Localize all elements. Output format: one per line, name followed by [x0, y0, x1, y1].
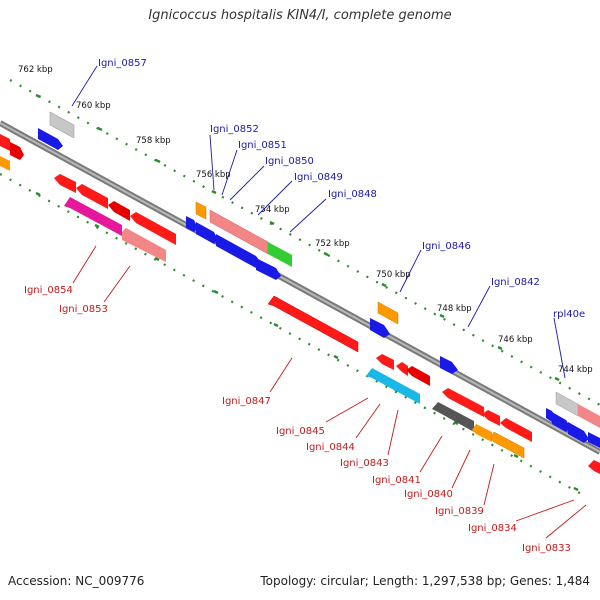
- gene-feature[interactable]: [0, 156, 10, 171]
- gene-label-forward[interactable]: Igni_0848: [328, 189, 377, 200]
- gene-label-reverse[interactable]: Igni_0833: [522, 543, 571, 554]
- gene-feature[interactable]: [186, 216, 198, 232]
- gene-feature[interactable]: [256, 258, 281, 280]
- accession-text: Accession: NC_009776: [8, 574, 145, 588]
- lower-scale-track: [0, 173, 586, 497]
- gene-feature[interactable]: [268, 242, 292, 267]
- scale-label: 750 kbp: [376, 270, 411, 280]
- gene-label-reverse[interactable]: Igni_0853: [59, 304, 108, 315]
- gene-feature[interactable]: [432, 402, 474, 432]
- forward-gene-labels: [71, 65, 566, 379]
- gene-label-reverse[interactable]: Igni_0854: [24, 285, 73, 296]
- gene-feature[interactable]: [578, 404, 600, 428]
- gene-label-reverse[interactable]: Igni_0843: [340, 458, 389, 469]
- scale-label: 754 kbp: [255, 205, 290, 215]
- gene-feature[interactable]: [555, 391, 579, 417]
- gene-feature[interactable]: [122, 228, 166, 262]
- genome-backbone: [0, 120, 600, 455]
- gene-feature[interactable]: [366, 368, 420, 404]
- scale-label: 758 kbp: [136, 136, 171, 146]
- gene-feature[interactable]: [10, 142, 24, 160]
- gene-feature[interactable]: [0, 134, 10, 151]
- gene-feature[interactable]: [108, 201, 130, 221]
- gene-feature[interactable]: [482, 410, 500, 426]
- scale-label: 752 kbp: [315, 239, 350, 249]
- gene-label-forward[interactable]: rpl40e: [553, 309, 585, 320]
- gene-feature[interactable]: [376, 354, 394, 370]
- gene-label-reverse[interactable]: Igni_0847: [222, 396, 271, 407]
- gene-feature[interactable]: [216, 234, 262, 268]
- gene-feature[interactable]: [588, 460, 600, 474]
- scale-labels: 762 kbp 760 kbp 758 kbp 756 kbp 754 kbp …: [18, 65, 593, 375]
- gene-label-reverse[interactable]: Igni_0844: [306, 442, 355, 453]
- scale-label: 744 kbp: [558, 365, 593, 375]
- gene-feature[interactable]: [38, 128, 63, 150]
- gene-feature[interactable]: [568, 422, 589, 443]
- gene-label-reverse[interactable]: Igni_0834: [468, 523, 517, 534]
- gene-label-forward[interactable]: Igni_0846: [422, 241, 471, 252]
- gene-label-reverse[interactable]: Igni_0840: [404, 489, 453, 500]
- gene-feature[interactable]: [552, 412, 571, 432]
- gene-label-forward[interactable]: Igni_0849: [294, 172, 343, 183]
- gene-feature[interactable]: [489, 431, 525, 459]
- upper-scale-ticks: [35, 93, 560, 382]
- gene-feature[interactable]: [196, 222, 218, 244]
- gene-feature[interactable]: [442, 388, 484, 417]
- scale-label: 746 kbp: [498, 335, 533, 345]
- gene-feature[interactable]: [377, 301, 399, 325]
- gene-feature[interactable]: [195, 201, 207, 220]
- gene-label-forward[interactable]: Igni_0852: [210, 124, 259, 135]
- gene-label-reverse[interactable]: Igni_0839: [435, 506, 484, 517]
- gene-label-forward[interactable]: Igni_0857: [98, 58, 147, 69]
- upper-scale-track: [9, 79, 600, 406]
- gene-feature[interactable]: [49, 111, 75, 139]
- gene-feature[interactable]: [440, 356, 458, 374]
- forward-strand-genes: [0, 111, 600, 448]
- scale-label: 760 kbp: [76, 101, 111, 111]
- map-title: Ignicoccus hospitalis KIN4/I, complete g…: [148, 8, 452, 23]
- gene-feature[interactable]: [500, 418, 532, 442]
- gene-feature[interactable]: [130, 212, 176, 245]
- gene-label-reverse[interactable]: Igni_0841: [372, 475, 421, 486]
- gene-feature[interactable]: [54, 174, 76, 193]
- gene-feature[interactable]: [76, 184, 108, 209]
- genome-summary-text: Topology: circular; Length: 1,297,538 bp…: [260, 574, 590, 588]
- gene-label-reverse[interactable]: Igni_0845: [276, 426, 325, 437]
- gene-feature[interactable]: [588, 432, 600, 448]
- gene-feature[interactable]: [267, 295, 359, 353]
- gene-feature[interactable]: [64, 197, 122, 236]
- gene-feature[interactable]: [396, 362, 408, 376]
- scale-label: 748 kbp: [437, 304, 472, 314]
- gene-label-forward[interactable]: Igni_0850: [265, 156, 314, 167]
- gene-label-forward[interactable]: Igni_0851: [238, 140, 287, 151]
- reverse-strand-genes: [54, 174, 600, 474]
- gene-feature[interactable]: [406, 366, 430, 386]
- scale-label: 762 kbp: [18, 65, 53, 75]
- gene-feature[interactable]: [472, 424, 492, 442]
- gene-label-forward[interactable]: Igni_0842: [491, 277, 540, 288]
- reverse-gene-labels: [72, 245, 587, 539]
- gene-feature[interactable]: [370, 318, 390, 338]
